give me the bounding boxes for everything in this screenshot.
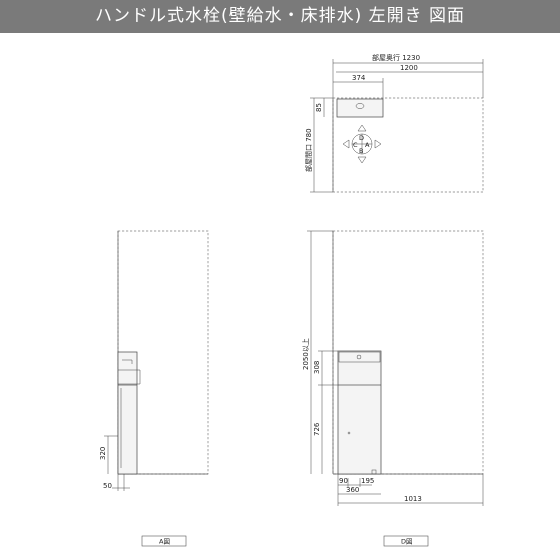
dim-195-label: 195 (361, 477, 374, 485)
front-view-d: 2050以上 308 726 90 195 360 1013 (301, 230, 484, 506)
front-door-knob (347, 431, 351, 435)
dim-depth-label: 部屋奥行 1230 (372, 53, 420, 62)
side-basin (118, 369, 141, 385)
plan-bowl (355, 103, 365, 109)
side-faucet (122, 359, 133, 364)
dim-90-label: 90 (339, 477, 348, 485)
dim-upper-label: 308 (313, 361, 321, 374)
dim-320-label: 320 (99, 447, 107, 460)
compass-arrow-left (342, 139, 350, 149)
compass-label-d: D (359, 134, 364, 142)
caption-box-a (141, 535, 187, 547)
title-bar (0, 0, 560, 33)
front-basin (338, 351, 381, 363)
compass-arrow-down (357, 156, 367, 164)
page-title: ハンドル式水栓(壁給水・床排水) 左開き 図面 (94, 6, 466, 26)
front-cabinet (337, 350, 382, 475)
compass-label-a: A (365, 141, 370, 149)
dim-360-label: 360 (346, 486, 359, 494)
side-cabinet (117, 351, 138, 475)
dim-1013-label: 1013 (404, 495, 422, 503)
side-view-a: 320 50 (99, 230, 209, 491)
front-drain (371, 469, 377, 475)
compass-label-c: C (353, 141, 358, 149)
dim-height-label: 2050以上 (301, 338, 310, 370)
plan-cabinet (336, 98, 384, 118)
compass-arrow-right (374, 139, 382, 149)
caption-box-d (383, 535, 429, 547)
dim-width-label: 1200 (400, 64, 418, 72)
direction-compass: D B C A (342, 124, 382, 164)
dim-offset-label: 374 (352, 74, 366, 82)
caption-view-d: D図 (401, 538, 413, 546)
dim-50-label: 50 (103, 482, 112, 490)
compass-arrow-up (357, 124, 367, 132)
compass-label-b: B (359, 147, 363, 155)
dim-lower-label: 726 (313, 422, 321, 436)
dim-opening-label: 部屋間口 780 (304, 128, 313, 172)
plan-view: D B C A 部屋奥行 1230 1200 374 部屋間口 780 85 (304, 53, 484, 193)
dim-top-label: 85 (315, 103, 323, 112)
front-faucet (356, 354, 362, 360)
caption-view-a: A図 (159, 538, 170, 546)
